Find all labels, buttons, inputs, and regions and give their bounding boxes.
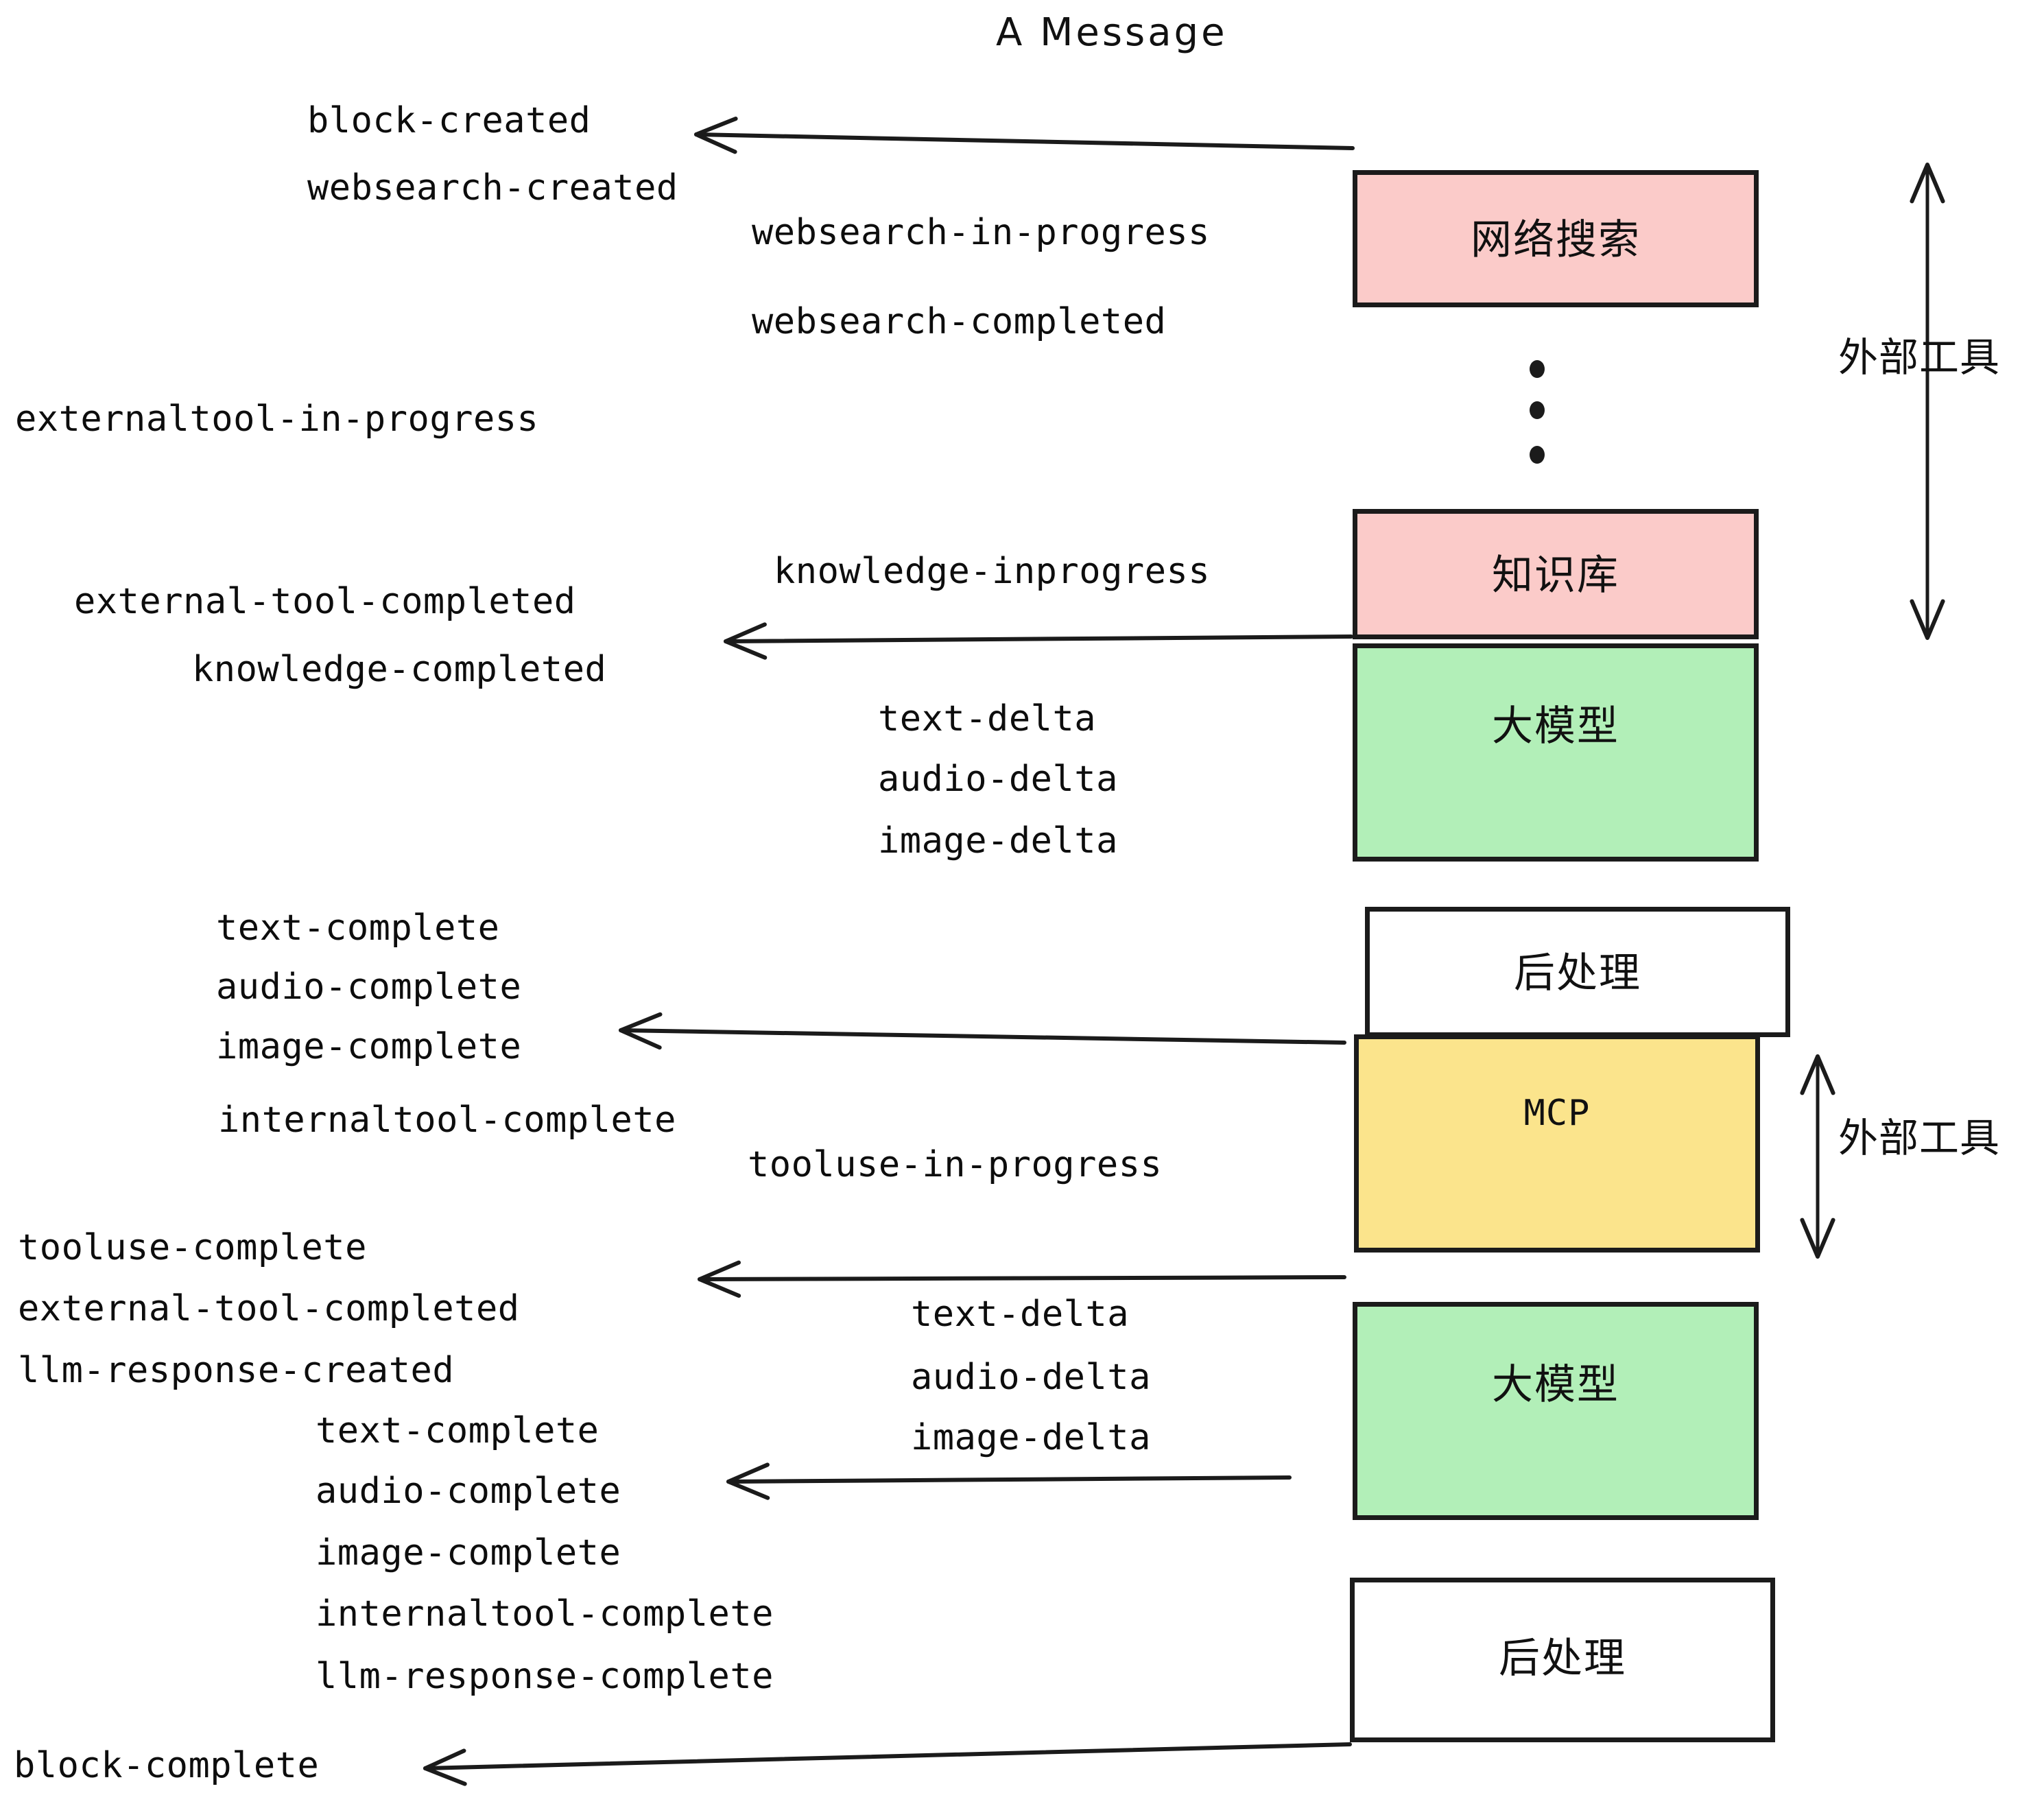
block-complete-arrow-head [423, 1748, 467, 1786]
knowledge-completed-arrow-head [724, 622, 768, 660]
event-label: audio-complete [216, 966, 522, 1008]
event-label: knowledge-inprogress [774, 551, 1211, 592]
event-label: internaltool-complete [316, 1593, 774, 1635]
page-title: A Message [996, 10, 1228, 55]
event-label: image-complete [316, 1532, 621, 1574]
event-label: llm-response-complete [316, 1656, 774, 1697]
block-created-arrow-line [694, 132, 1355, 150]
node-box-label-postprocess-top: 后处理 [1514, 949, 1641, 997]
node-box-label-mcp: MCP [1523, 1093, 1591, 1134]
side-label-external-tool-top: 外部工具 [1838, 334, 2001, 381]
node-box-llm-bottom: 大模型 [1353, 1302, 1759, 1520]
image-complete-arrow-head [619, 1012, 663, 1050]
event-label: audio-delta [878, 759, 1118, 800]
node-box-label-llm-bottom: 大模型 [1492, 1360, 1619, 1409]
event-label: image-delta [911, 1417, 1151, 1458]
event-label: external-tool-completed [74, 581, 576, 622]
event-label: audio-complete [316, 1471, 621, 1512]
event-label: image-complete [216, 1026, 522, 1067]
block-complete-arrow-line [423, 1742, 1352, 1770]
node-box-knowledge: 知识库 [1353, 509, 1759, 639]
event-label: text-delta [878, 698, 1097, 739]
event-label: text-complete [216, 907, 500, 949]
event-label: knowledge-completed [192, 649, 607, 690]
node-box-postprocess-top: 后处理 [1365, 907, 1790, 1037]
event-label: block-complete [14, 1745, 320, 1786]
audio-complete-arrow-line [726, 1475, 1292, 1484]
event-label: websearch-completed [752, 301, 1167, 342]
event-label: block-created [307, 100, 591, 141]
external-tool-range-top-head-up [1910, 163, 1945, 204]
node-box-postprocess-bottom: 后处理 [1350, 1578, 1775, 1742]
ellipsis-dot-2-icon [1530, 401, 1545, 419]
image-complete-arrow-line [619, 1028, 1346, 1045]
event-label: external-tool-completed [18, 1288, 520, 1329]
node-box-llm-top: 大模型 [1353, 643, 1759, 862]
event-label: tooluse-complete [18, 1227, 367, 1268]
tooluse-complete-arrow-line [698, 1275, 1346, 1281]
node-box-label-knowledge: 知识库 [1492, 551, 1619, 600]
event-label: internaltool-complete [218, 1100, 676, 1141]
node-box-mcp: MCP [1354, 1034, 1760, 1253]
event-label: tooluse-in-progress [748, 1144, 1163, 1185]
side-label-external-tool-bottom: 外部工具 [1838, 1115, 2001, 1161]
event-label: websearch-created [307, 167, 678, 209]
node-box-label-websearch: 网络搜索 [1471, 215, 1641, 264]
node-box-label-llm-top: 大模型 [1492, 702, 1619, 750]
event-label: image-delta [878, 820, 1118, 862]
event-label: text-complete [316, 1410, 599, 1451]
event-label: externaltool-in-progress [15, 399, 539, 440]
block-created-arrow-head [694, 117, 738, 154]
event-label: text-delta [911, 1294, 1130, 1335]
ellipsis-dot-3-icon [1530, 446, 1545, 464]
audio-complete-arrow-head [726, 1462, 770, 1500]
event-label: websearch-in-progress [752, 212, 1210, 253]
external-tool-range-top-head-down [1910, 599, 1945, 640]
event-label: audio-delta [911, 1357, 1151, 1398]
node-box-websearch: 网络搜索 [1353, 170, 1759, 307]
tooluse-complete-arrow-head [698, 1260, 741, 1298]
event-label: llm-response-created [18, 1350, 455, 1391]
external-tool-range-bottom-head-down [1800, 1218, 1835, 1259]
ellipsis-dot-1-icon [1530, 360, 1545, 378]
node-box-label-postprocess-bottom: 后处理 [1499, 1634, 1626, 1683]
knowledge-completed-arrow-line [724, 634, 1353, 643]
external-tool-range-bottom-head-up [1800, 1054, 1835, 1095]
